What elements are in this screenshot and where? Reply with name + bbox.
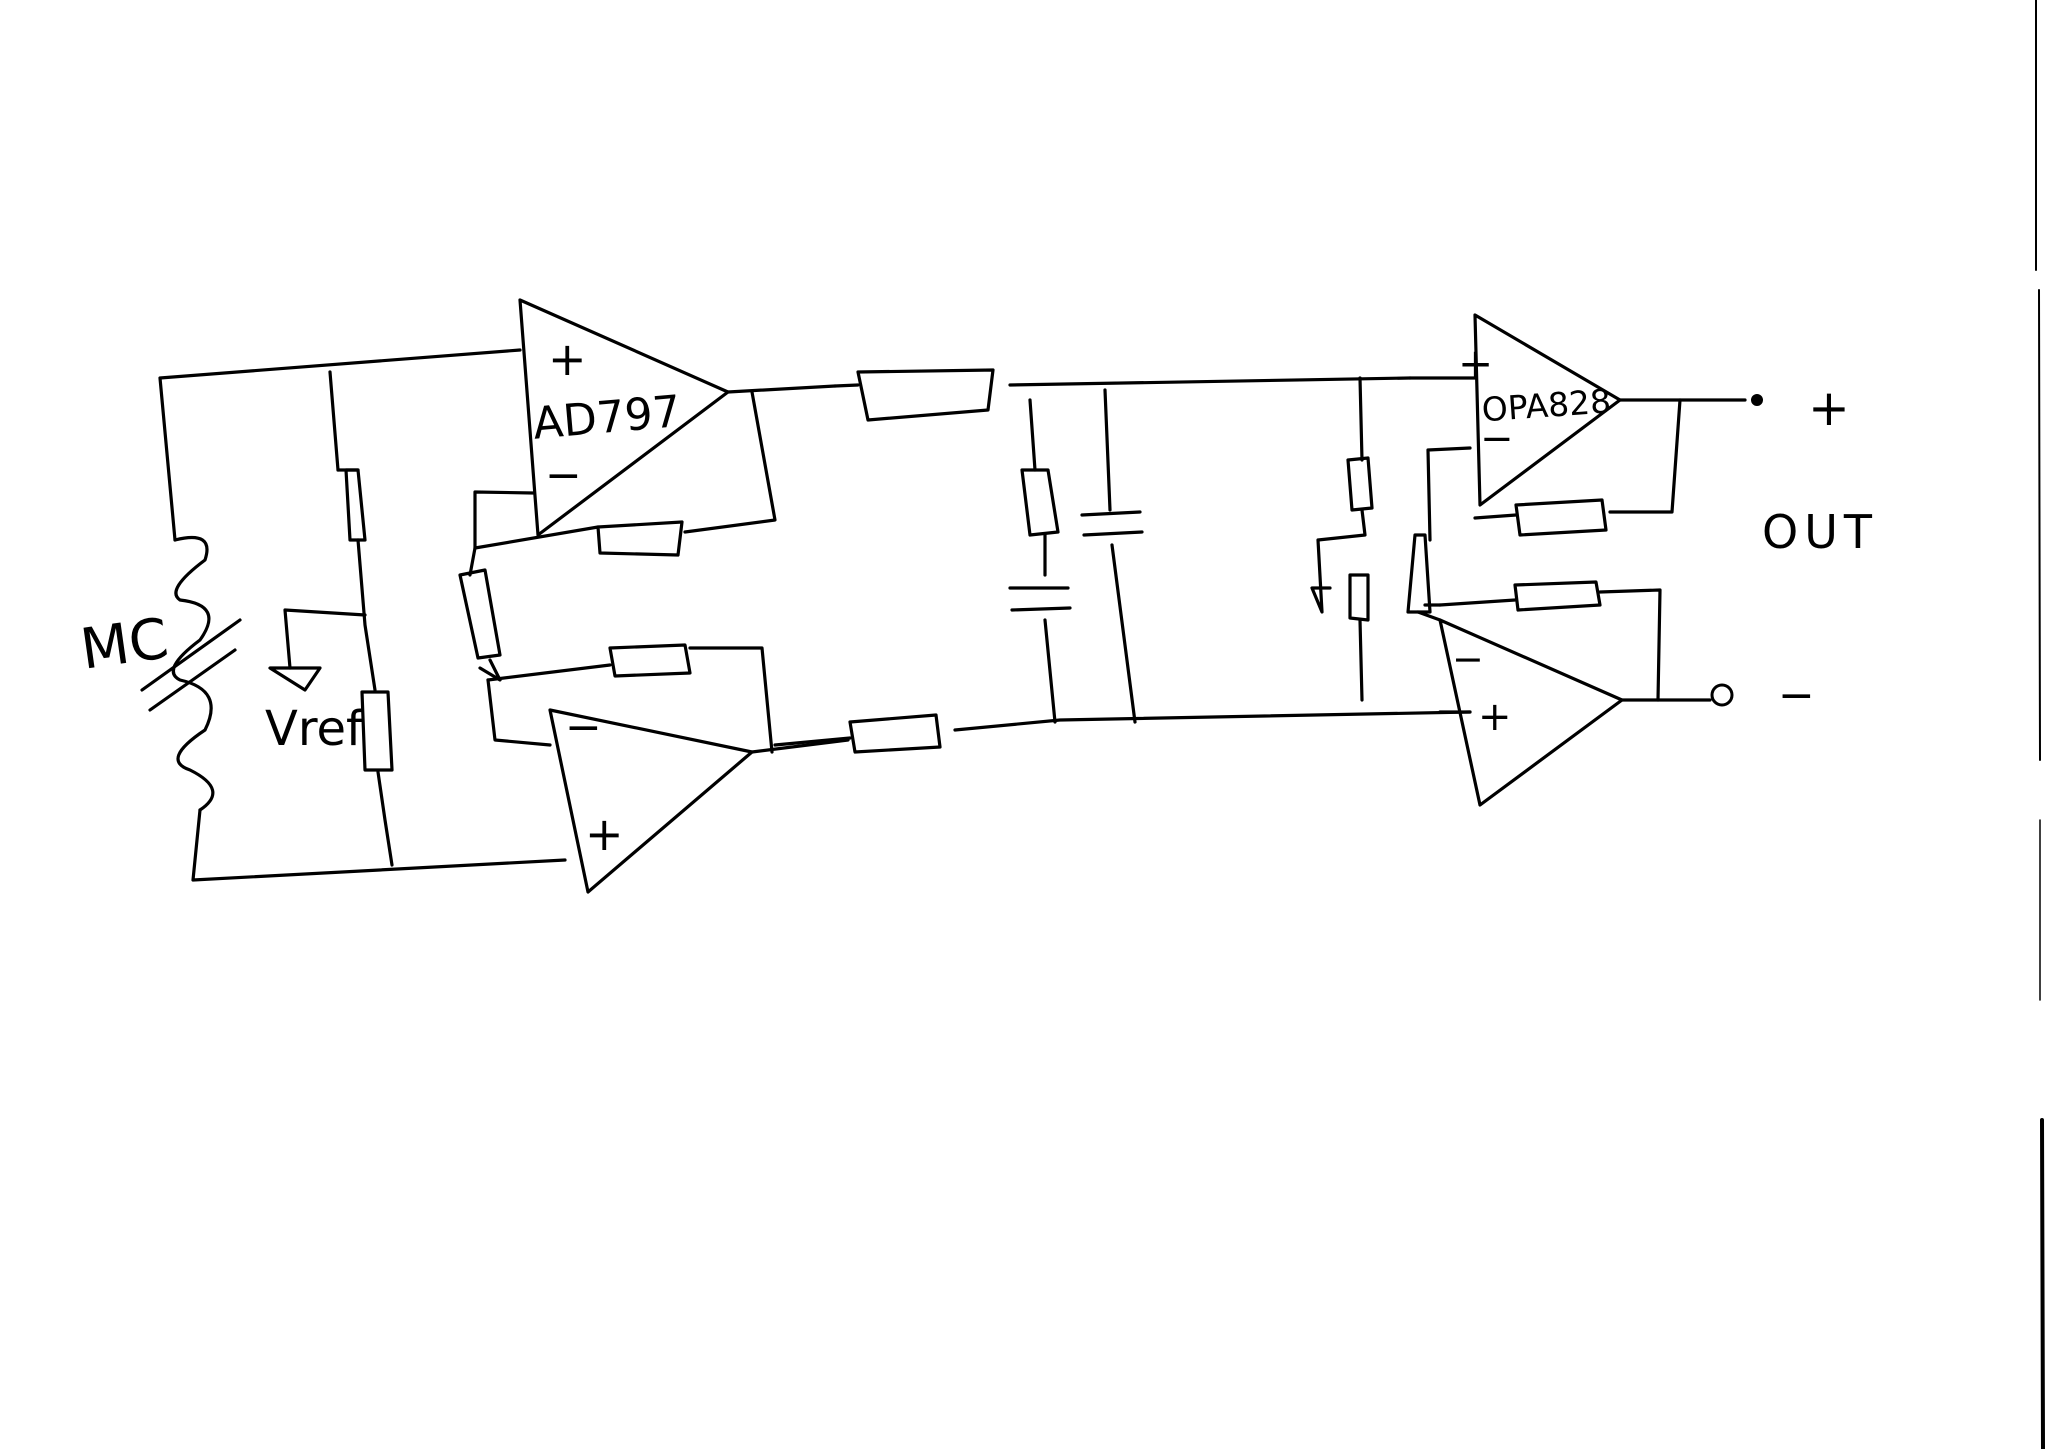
- output-plus-label: +: [1808, 379, 1850, 437]
- output-terminal-minus-icon: [1710, 683, 1734, 707]
- ad797-label: AD797: [531, 386, 683, 450]
- mc-cartridge-coil: [140, 535, 242, 812]
- lower-output-plus-sign: +: [1478, 694, 1512, 740]
- filter-network: [1008, 388, 1144, 724]
- lower-series-resistor: [773, 710, 1472, 754]
- lower-opamp-plus-sign: +: [585, 807, 624, 861]
- lower-input-opamp-symbol: [548, 708, 850, 894]
- opa828-opamp-symbol: [1408, 313, 1747, 507]
- lower-feedback-network: [486, 643, 774, 754]
- upper-series-resistor: [833, 368, 1412, 422]
- vref-divider: [328, 370, 394, 867]
- ad797-minus-sign: −: [545, 450, 582, 501]
- output-terminal-plus-icon: [1751, 394, 1763, 406]
- opa828-minus-sign: −: [1480, 416, 1514, 462]
- output-label: OUT: [1762, 505, 1878, 559]
- opa828-feedback-network: [1473, 398, 1682, 537]
- vref-ground-icon: [268, 608, 367, 692]
- vref-label: Vref: [265, 701, 364, 757]
- ad797-opamp-symbol: [518, 298, 837, 537]
- lower-opamp-minus-sign: −: [565, 702, 602, 753]
- ad797-plus-sign: +: [548, 332, 587, 386]
- input-wires: [158, 348, 567, 882]
- output-minus-label: −: [1778, 670, 1815, 721]
- lower-output-opamp-symbol: [1438, 618, 1712, 807]
- opa828-label: OPA828: [1481, 381, 1613, 429]
- scan-edge-marks: [2035, 0, 2045, 1449]
- lower-output-feedback-network: [1423, 580, 1662, 702]
- mc-label: MC: [77, 606, 173, 683]
- diff-input-network: [1310, 376, 1472, 702]
- ad797-feedback-network: [458, 390, 777, 682]
- lower-output-minus-sign: −: [1452, 637, 1484, 681]
- opa828-plus-sign: +: [1458, 339, 1493, 388]
